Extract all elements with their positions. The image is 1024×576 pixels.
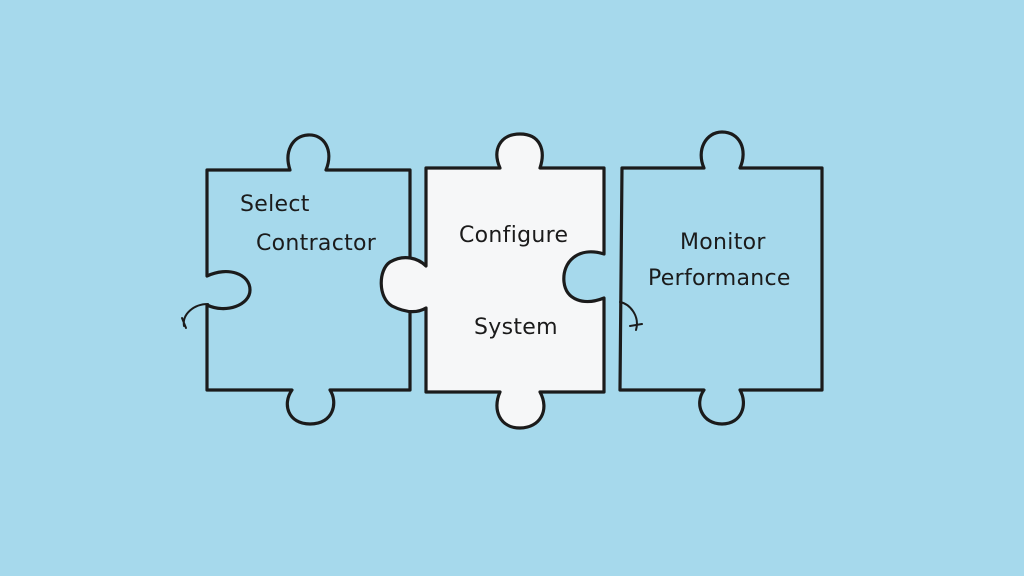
puzzle-piece-monitor-performance: Monitor Performance	[618, 130, 824, 426]
puzzle-piece-1-shape	[205, 133, 412, 426]
puzzle-piece-3-shape	[618, 130, 824, 426]
squiggle-mark-right	[619, 301, 643, 331]
puzzle-piece-2-shape	[379, 132, 606, 430]
piece-2-label-line-2: System	[474, 315, 558, 340]
piece-3-label-line-2: Performance	[648, 266, 791, 291]
squiggle-mark-left	[181, 303, 209, 329]
puzzle-piece-select-contractor: Select Contractor	[181, 133, 412, 426]
piece-3-label-line-1: Monitor	[680, 230, 766, 255]
piece-1-label-line-1: Select	[240, 192, 310, 217]
piece-1-label-line-2: Contractor	[256, 231, 377, 256]
piece-2-label-line-1: Configure	[459, 223, 568, 248]
puzzle-piece-configure-system: Configure System	[379, 132, 606, 430]
